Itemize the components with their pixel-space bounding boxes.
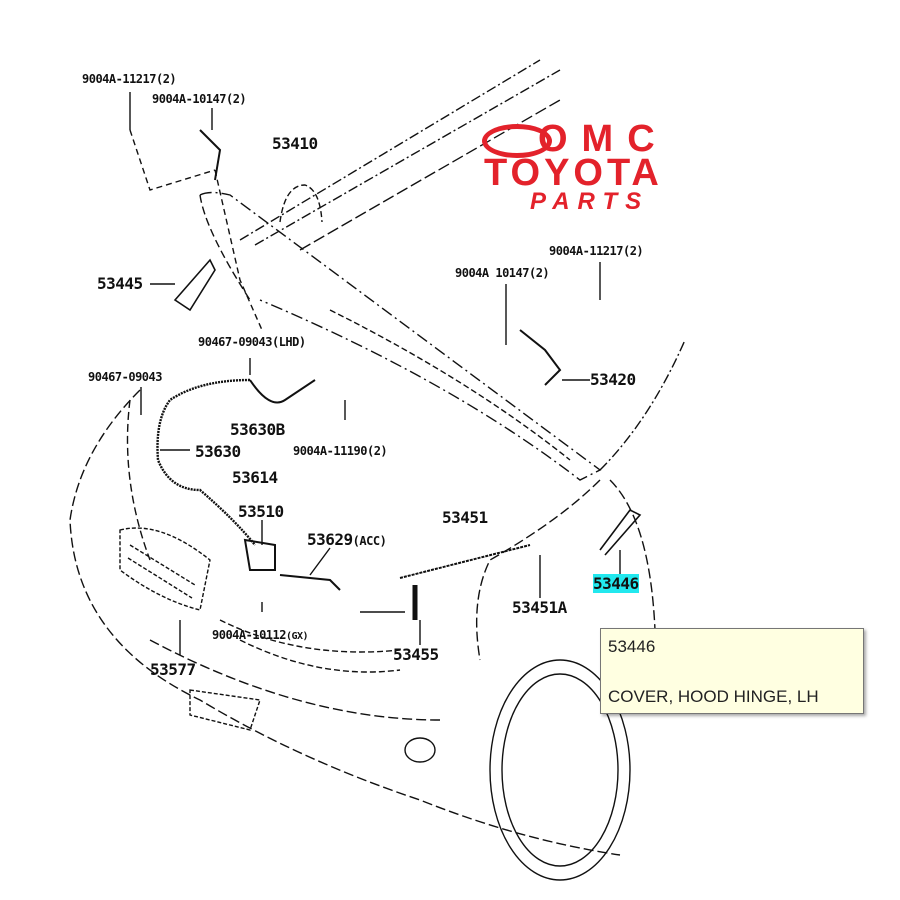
logo-parts: PARTS — [530, 188, 650, 215]
part-label[interactable]: 53451 — [442, 508, 488, 527]
tooltip-part-number: 53446 — [608, 637, 656, 656]
part-label[interactable]: 53445 — [97, 274, 143, 293]
part-label[interactable]: 90467-09043(LHD) — [198, 335, 306, 349]
part-label[interactable]: 9004A-11217(2) — [549, 244, 644, 258]
omc-toyota-parts-logo: OMC TOYOTA PARTS — [480, 118, 770, 218]
part-number: 53629 — [307, 530, 353, 549]
part-label[interactable]: 53630B — [230, 420, 285, 439]
part-label[interactable]: 53510 — [238, 502, 284, 521]
part-tooltip: 53446 COVER, HOOD HINGE, LH — [600, 628, 864, 714]
part-label[interactable]: 53577 — [150, 660, 196, 679]
part-label-selected[interactable]: 53446 — [593, 574, 639, 593]
tooltip-description: COVER, HOOD HINGE, LH — [608, 687, 819, 706]
part-label[interactable]: 53410 — [272, 134, 318, 153]
part-label[interactable]: 9004A-10112(GX) — [212, 628, 309, 642]
logo-omc: OMC — [538, 118, 669, 160]
part-label[interactable]: 9004A-10147(2) — [152, 92, 247, 106]
part-variant: (ACC) — [352, 534, 387, 548]
part-variant: (GX) — [285, 631, 309, 642]
part-label[interactable]: 9004A-11217(2) — [82, 72, 177, 86]
logo-toyota: TOYOTA — [484, 152, 663, 194]
part-label[interactable]: 53420 — [590, 370, 636, 389]
toyota-emblem-icon — [482, 124, 552, 158]
part-label[interactable]: 53630 — [195, 442, 241, 461]
part-label[interactable]: 9004A-11190(2) — [293, 444, 388, 458]
part-label[interactable]: 53629(ACC) — [307, 530, 387, 549]
part-label[interactable]: 90467-09043 — [88, 370, 162, 384]
part-label[interactable]: 53451A — [512, 598, 567, 617]
part-number: 9004A-10112 — [212, 628, 286, 642]
part-label[interactable]: 53614 — [232, 468, 278, 487]
part-label[interactable]: 53455 — [393, 645, 439, 664]
part-label[interactable]: 9004A 10147(2) — [455, 266, 550, 280]
